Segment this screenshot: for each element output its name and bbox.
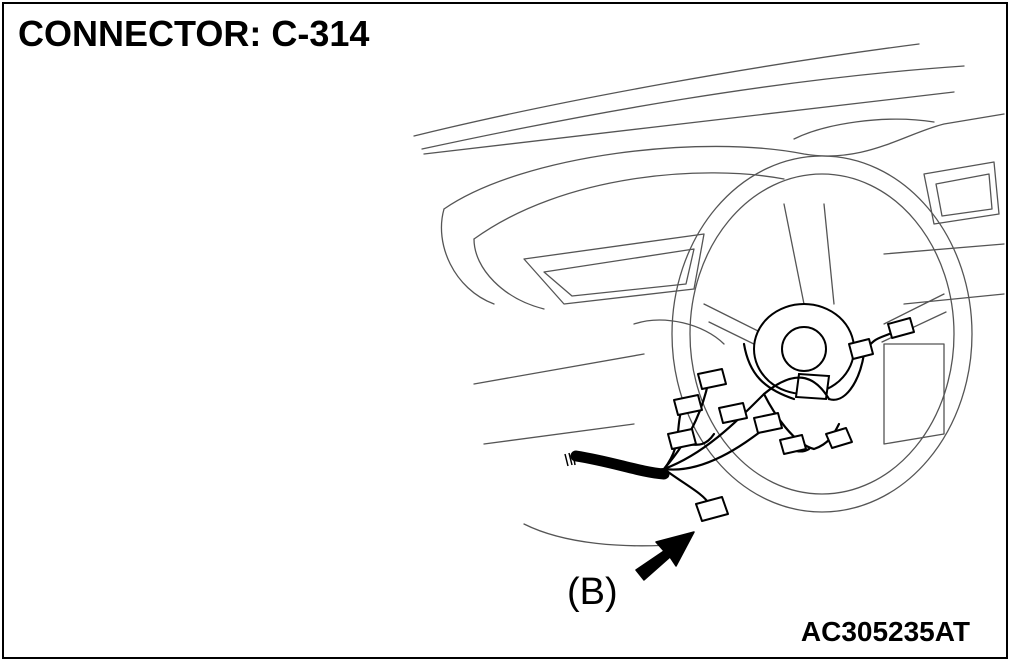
dash-shroud-left [440,208,495,305]
right-vent [923,161,1000,225]
sleeve-end-1 [564,453,569,467]
page-title: CONNECTOR: C-314 [18,13,370,54]
cluster-window-inner [543,248,695,297]
connector-7 [825,427,853,449]
column-panel [883,343,945,445]
connector-c-314 [695,496,729,522]
steering-wheel-rim-outer [671,155,973,513]
dashboard-top-inner [473,172,785,240]
connector-1 [697,368,727,390]
right-vent-inner [935,173,993,217]
windshield-line-lower [421,65,965,150]
connector-9 [887,317,915,339]
connector-4 [667,428,697,450]
harness-branch-10 [742,342,796,401]
callout-label-b: (B) [567,571,618,613]
dashboard-top [443,113,1005,210]
cluster-window [523,233,705,305]
wheel-spoke-left [703,303,765,335]
sleeve-end-2 [568,452,573,466]
dash-panel-lower-2 [483,423,635,445]
harness-sleeve [570,450,670,480]
harness-branch-5 [662,467,711,506]
harness-branch-2 [662,377,711,471]
dash-shroud-left-2 [473,238,545,310]
connector-8 [848,338,874,360]
column-cover [633,319,725,345]
dash-panel-lower [473,353,645,385]
right-panel-line-2 [903,293,1005,305]
roof-line [423,91,955,155]
connector-5 [753,412,783,434]
harness-branch-4 [662,427,766,471]
steering-wheel-rim-inner [689,173,955,495]
wheel-spoke-top-2 [823,203,835,305]
pointer-arrow-icon [635,531,695,581]
figure-code: AC305235AT [800,616,970,647]
sleeve-end-3 [572,452,576,466]
right-console [793,118,935,140]
connector-3 [718,402,748,424]
clock-spring-inner [781,326,827,372]
right-panel-line [883,243,1005,255]
connector-6 [779,434,807,455]
dashboard-illustration [413,43,1005,581]
wheel-spoke-top [783,203,805,305]
clock-spring-tab [794,372,831,401]
connector-2 [673,394,703,416]
wheel-spoke-right [883,293,945,325]
windshield-line-upper [413,43,920,137]
